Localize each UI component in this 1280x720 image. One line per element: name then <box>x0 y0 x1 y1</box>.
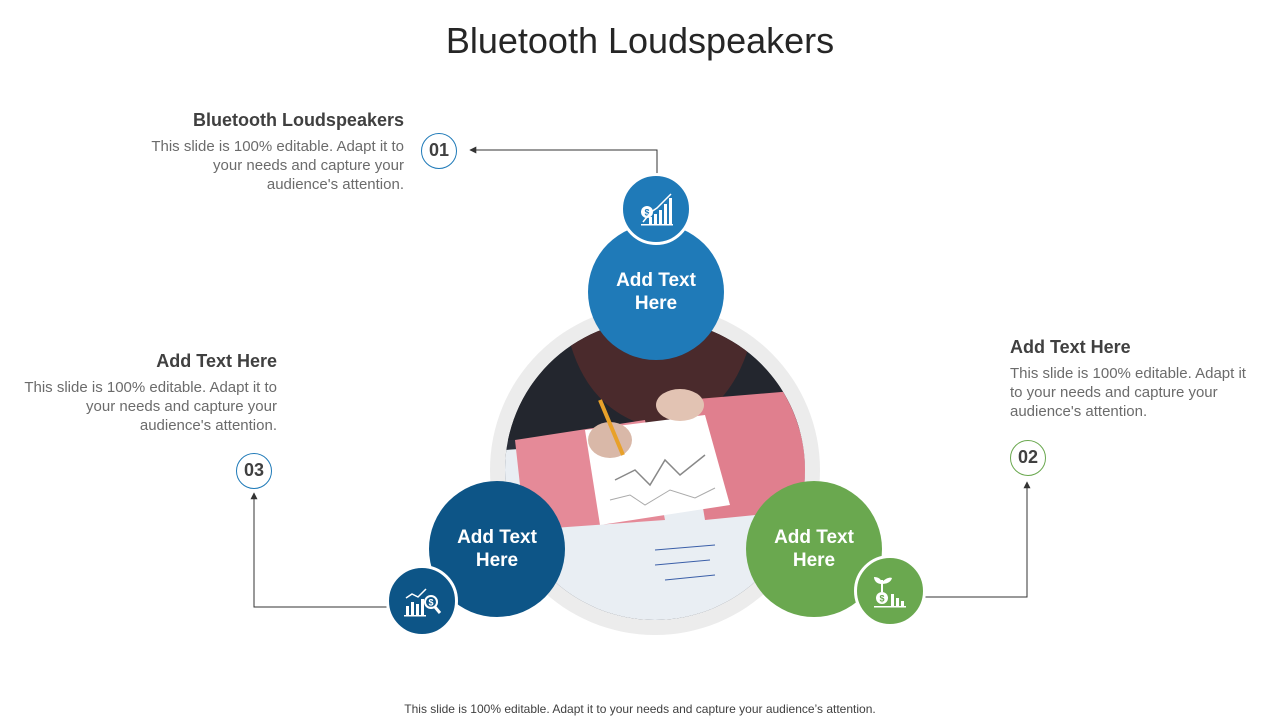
connector-02 <box>925 481 1031 598</box>
connector-01 <box>469 146 658 178</box>
svg-text:$: $ <box>644 208 649 218</box>
description-02: This slide is 100% editable. Adapt it to… <box>1010 365 1246 420</box>
circle-label-03: Add Text Here <box>457 527 537 571</box>
circle-label-01: Add Text Here <box>616 270 696 314</box>
heading-01: Bluetooth Loudspeakers <box>192 110 404 130</box>
number-badge-01: 01 <box>421 133 457 169</box>
footer-note: This slide is 100% editable. Adapt it to… <box>404 702 876 716</box>
connector-03 <box>250 492 392 608</box>
number-badge-03: 03 <box>236 453 272 489</box>
text-block-03: Add Text Here This slide is 100% editabl… <box>20 351 277 435</box>
number-badge-02: 02 <box>1010 440 1046 476</box>
text-block-02: Add Text Here This slide is 100% editabl… <box>1010 337 1260 421</box>
heading-03: Add Text Here <box>156 351 277 371</box>
person-writing-documents-photo <box>505 320 805 620</box>
svg-text:$: $ <box>428 598 433 608</box>
circle-01: Add Text Here <box>588 224 724 360</box>
chart-magnifier-icon: $ <box>386 565 458 637</box>
dollar-growth-chart-icon: $ <box>620 173 692 245</box>
plant-money-chart-icon: $ <box>854 555 926 627</box>
heading-02: Add Text Here <box>1010 337 1131 357</box>
description-01: This slide is 100% editable. Adapt it to… <box>151 138 404 193</box>
text-block-01: Bluetooth Loudspeakers This slide is 100… <box>140 110 404 194</box>
svg-text:$: $ <box>879 594 884 604</box>
description-03: This slide is 100% editable. Adapt it to… <box>24 379 277 434</box>
slide-title: Bluetooth Loudspeakers <box>445 20 835 61</box>
circle-label-02: Add Text Here <box>774 527 854 571</box>
